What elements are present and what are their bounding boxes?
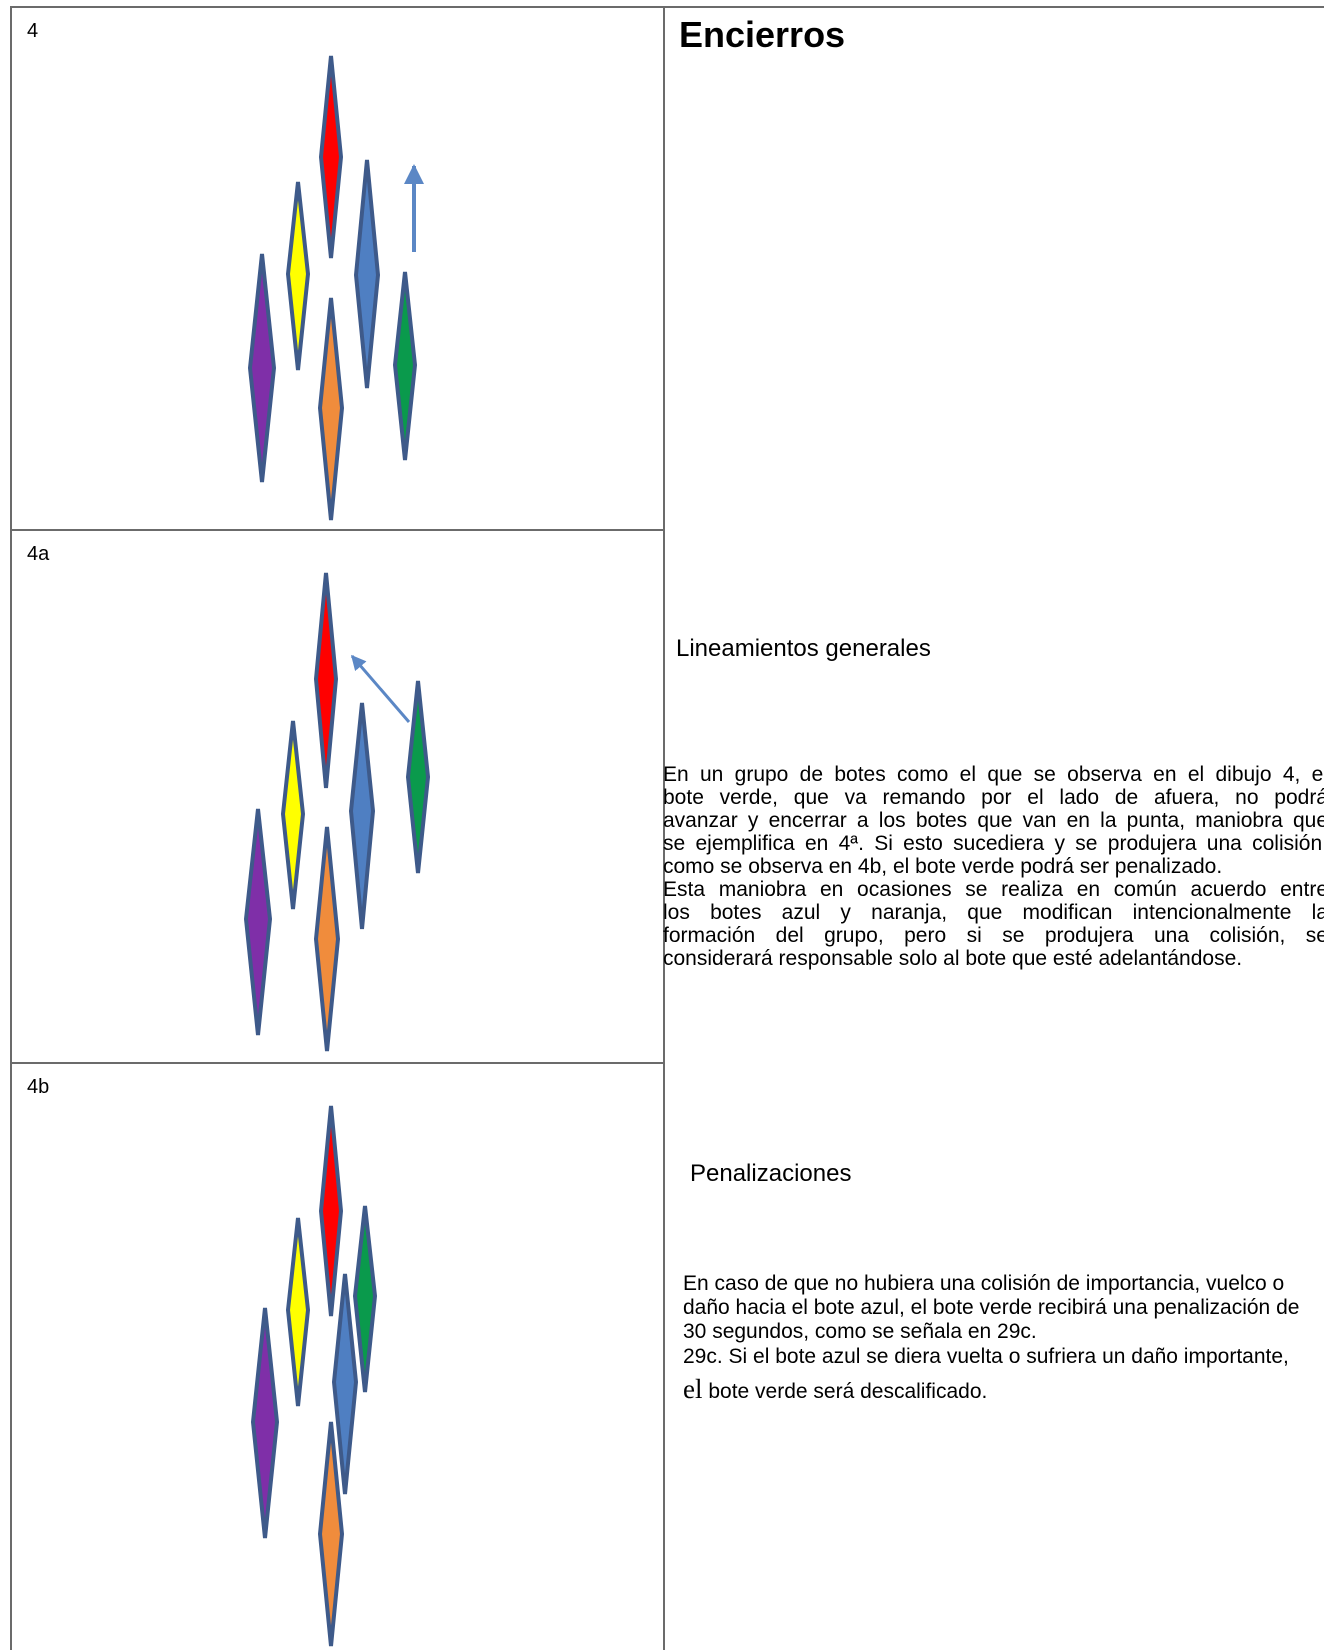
paragraph-line: En caso de que no hubiera una colisión d… bbox=[683, 1272, 1285, 1295]
boat-blue bbox=[348, 702, 376, 930]
word-el: el bbox=[683, 1374, 703, 1404]
panel-label: 4a bbox=[27, 543, 50, 565]
boat-blue bbox=[331, 1273, 359, 1495]
paragraph-line: se ejemplifica en 4ª. Si esto sucediera … bbox=[663, 832, 1324, 855]
paragraph-line: el bote verde será descalificado. bbox=[683, 1374, 1324, 1404]
boat-purple bbox=[247, 253, 277, 483]
page-border-left bbox=[10, 6, 12, 1650]
row-divider-2 bbox=[10, 1062, 664, 1064]
paragraph-line: 30 segundos, como se señala en 29c. bbox=[683, 1320, 1037, 1343]
row-divider-1 bbox=[10, 529, 664, 531]
paragraph-line: considerará responsable solo al bote que… bbox=[663, 947, 1243, 970]
panel-label: 4b bbox=[27, 1076, 50, 1098]
diagram-panel-4a: 4a bbox=[12, 531, 663, 1062]
boat-yellow bbox=[285, 1217, 311, 1407]
diagram-panel-4b: 4b bbox=[12, 1064, 663, 1650]
page-border-top bbox=[10, 6, 1324, 8]
boat-purple bbox=[243, 808, 273, 1036]
boat-diagram-4b bbox=[250, 1105, 378, 1647]
lineamientos-paragraph: En un grupo de botes como el que se obse… bbox=[663, 763, 1324, 970]
paragraph-line: formación del grupo, pero si se produjer… bbox=[663, 924, 1324, 947]
boat-red bbox=[318, 1105, 344, 1317]
boat-red bbox=[318, 55, 344, 259]
line-rest: bote verde será descalificado. bbox=[702, 1380, 988, 1403]
paragraph-line: Esta maniobra en ocasiones se realiza en… bbox=[663, 878, 1324, 901]
boat-green bbox=[392, 271, 418, 461]
boat-orange bbox=[317, 297, 345, 521]
boat-red bbox=[313, 572, 339, 789]
page-title: Encierros bbox=[679, 14, 846, 55]
paragraph-line: los botes azul y naranja, que modifican … bbox=[663, 901, 1324, 924]
paragraph-line: bote verde, que va remando por el lado d… bbox=[663, 786, 1324, 809]
paragraph-line: En un grupo de botes como el que se obse… bbox=[663, 763, 1324, 786]
panel-label: 4 bbox=[27, 20, 39, 42]
boat-orange bbox=[317, 1421, 345, 1647]
paragraph-line: como se observa en 4b, el bote verde pod… bbox=[663, 855, 1223, 878]
boat-blue bbox=[353, 159, 381, 389]
boat-yellow bbox=[280, 720, 306, 910]
boat-purple bbox=[250, 1307, 280, 1539]
paragraph-line: daño hacia el bote azul, el bote verde r… bbox=[683, 1296, 1300, 1319]
paragraph-line: 29c. Si el bote azul se diera vuelta o s… bbox=[683, 1345, 1289, 1368]
penalizaciones-paragraph: En caso de que no hubiera una colisión d… bbox=[683, 1272, 1324, 1344]
section-heading-lineamientos: Lineamientos generales bbox=[676, 635, 931, 662]
boat-green bbox=[405, 680, 431, 874]
boat-orange bbox=[313, 826, 341, 1052]
direction-arrow bbox=[350, 654, 411, 723]
paragraph-line: avanzar y encerrar a los botes que van e… bbox=[663, 809, 1324, 832]
column-divider bbox=[663, 6, 665, 1650]
boat-green bbox=[352, 1205, 378, 1393]
penalizaciones-rule-29c: 29c. Si el bote azul se diera vuelta o s… bbox=[683, 1345, 1324, 1404]
boat-yellow bbox=[285, 181, 311, 371]
boat-diagram-4a bbox=[243, 572, 431, 1052]
boat-diagram-4 bbox=[247, 55, 424, 521]
diagram-panel-4: 4 bbox=[12, 8, 663, 529]
section-heading-penalizaciones: Penalizaciones bbox=[690, 1160, 852, 1187]
